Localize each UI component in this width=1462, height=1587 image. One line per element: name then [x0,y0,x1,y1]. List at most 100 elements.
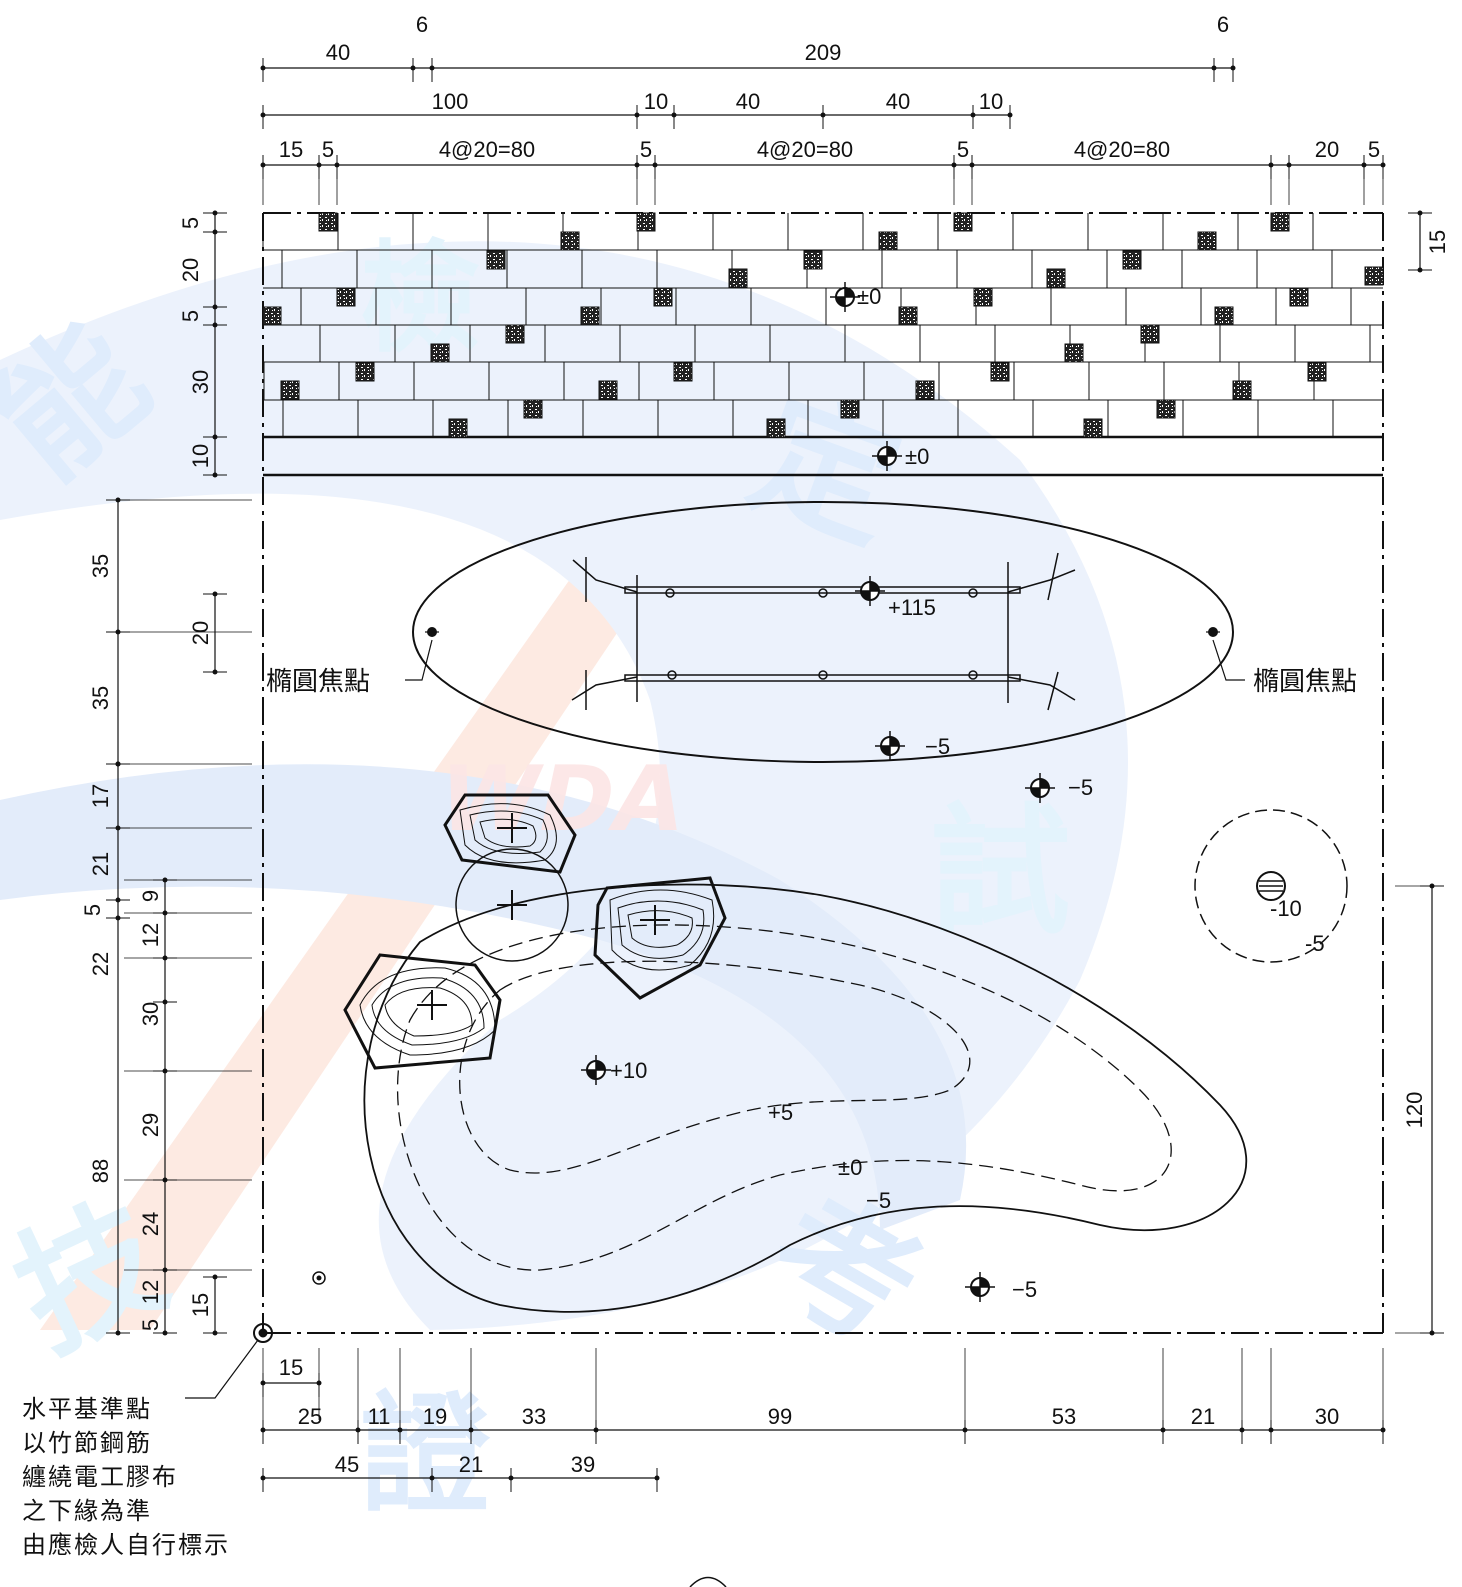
paving-stone [1197,231,1217,251]
pergola-bench [571,552,1076,711]
dimension-label: 10 [188,444,213,468]
drain-elevation-inner: -10 [1270,896,1302,921]
dimension-label: 5 [640,137,652,162]
pond-outline [363,883,1248,1313]
paving-stone [1270,212,1290,232]
watermark-char: 證 [360,1379,491,1531]
dimension-label: 100 [432,89,469,114]
elevation-bench: +115 [888,595,936,620]
dimension-label: 12 [138,923,163,947]
dimension-label: 6 [416,12,428,37]
elevation-lower-right: −5 [1012,1277,1037,1302]
datum-note-line: 之下緣為準 [22,1497,152,1525]
dimension-label: 21 [1191,1404,1215,1429]
paving-stone [898,306,918,326]
paving-stone [990,362,1010,382]
dimension-label: 9 [138,890,163,902]
elevation-marker-icon [875,731,905,761]
dimension-label: 5 [80,904,105,916]
paving-stone [486,250,506,270]
watermark-char: 試 [930,791,1070,954]
paving-stone [318,212,338,232]
dimension-label: 53 [1052,1404,1076,1429]
dimension-label: 40 [886,89,910,114]
dimension-label: 11 [368,1404,391,1429]
paving-stone [560,231,580,251]
dimension-label: 45 [335,1452,359,1477]
paving-stone [336,287,356,307]
drain-elevation-outer: -5 [1305,931,1325,956]
paving-stone [1122,250,1142,270]
paving-stone [1307,362,1327,382]
paving-stone [280,380,300,400]
paving-stone [430,343,450,363]
dimension-label: 15 [279,1355,303,1380]
dimension-label: 39 [571,1452,595,1477]
dimension-label: 6 [1217,12,1229,37]
dimension-label: 40 [736,89,760,114]
dimension-label: 88 [88,1159,113,1183]
dimension-label: 19 [423,1404,447,1429]
dimension-label: 35 [88,686,113,710]
rock-top [443,793,577,874]
paving-stone [580,306,600,326]
elevation-marker-icon [965,1272,995,1302]
paving-stone [653,287,673,307]
paving-stone [523,399,543,419]
dimension-label: 4@20=80 [439,137,535,162]
dimension-label: 120 [1402,1092,1427,1129]
paving-stone [878,231,898,251]
dimension-label: 15 [279,137,303,162]
dimension-label: 10 [979,89,1003,114]
dimension-label: 99 [768,1404,792,1429]
dimension-label: 33 [522,1404,546,1429]
dimension-label: 15 [188,1293,213,1317]
datum-note-line: 以竹節鋼筋 [22,1429,152,1457]
paving-stone [1232,380,1252,400]
dimension-label: 20 [188,621,213,645]
watermark: WDA 能 檢 定 試 技 證 考 [0,230,1128,1531]
dimension-label: 24 [138,1212,163,1236]
drain-basin [1194,809,1348,963]
dimension-label: 21 [88,852,113,876]
datum-note: 水平基準點 以竹節鋼筋 纏繞電工膠布 之下緣為準 由應檢人自行標示 [22,1392,230,1562]
elevation-mound: +10 [610,1058,647,1083]
dimension-label: 209 [805,40,842,65]
elevation-marker-icon [1025,773,1055,803]
elevation-markers [581,282,1055,1302]
ellipse-focus-label-left: 橢圓焦點 [266,667,370,697]
dimension-label: 15 [1425,230,1450,254]
paving-stone [636,212,656,232]
dimension-label: 25 [298,1404,322,1429]
elevation-marker-icon [855,576,885,606]
datum-note-line: 水平基準點 [22,1395,152,1423]
elevation-paving: ±0 [857,284,881,309]
paving-stone [803,250,823,270]
datum-point [185,1271,326,1399]
paving-stone [1064,343,1084,363]
watermark-char: 檢 [360,230,480,369]
elevation-marker-icon [872,441,902,471]
paving-stone [1046,268,1066,288]
elevation-marker-icon [830,282,860,312]
datum-note-line: 由應檢人自行標示 [22,1531,230,1559]
dimension-label: 17 [88,784,113,808]
dimension-label: 35 [88,554,113,578]
elevation-marker-icon [581,1055,611,1085]
ellipse-lawn [405,501,1245,763]
section-marker-partial [689,1576,727,1587]
paving-stone [840,399,860,419]
paving-stone [1289,287,1309,307]
dimension-label: 4@20=80 [1074,137,1170,162]
dimension-label: 30 [188,370,213,394]
dimension-label: 10 [644,89,668,114]
dimension-label: 20 [178,258,203,282]
tree-circle [455,848,569,962]
dimension-label: 5 [1368,137,1380,162]
elevation-contour-zero: ±0 [838,1155,862,1180]
paving-stone [448,418,468,438]
paving-stone [1364,266,1384,286]
elevation-lawn-right: −5 [1068,775,1093,800]
